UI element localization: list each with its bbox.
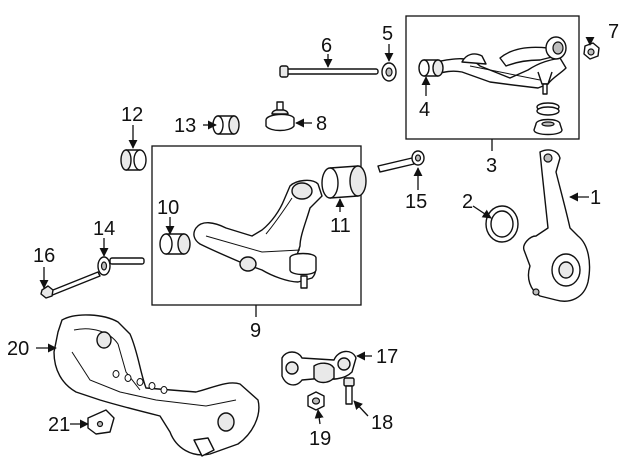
callout-20: 20 <box>7 338 29 360</box>
crossmember-20 <box>53 314 260 457</box>
washer-5 <box>381 62 397 82</box>
callout-2: 2 <box>462 191 473 213</box>
callout-1: 1 <box>590 187 601 209</box>
callout-14: 14 <box>93 218 115 240</box>
nut-19 <box>307 391 325 411</box>
seal-2 <box>485 205 519 243</box>
callout-4: 4 <box>419 99 430 121</box>
callout-15: 15 <box>405 191 427 213</box>
nut-7 <box>583 42 600 60</box>
callout-7: 7 <box>608 21 619 43</box>
upper-control-arm <box>435 36 567 95</box>
callout-5: 5 <box>382 23 393 45</box>
callout-19: 19 <box>309 428 331 450</box>
callout-11: 11 <box>330 215 351 237</box>
mount-8 <box>265 101 295 132</box>
callout-3: 3 <box>486 155 497 177</box>
bolt-18 <box>343 377 355 405</box>
bushing-13 <box>212 115 240 135</box>
bushing-11 <box>321 165 367 199</box>
steering-knuckle-1 <box>523 149 591 302</box>
bolt-16 <box>40 271 101 299</box>
bushing-4 <box>418 59 444 77</box>
callout-10: 10 <box>157 197 179 219</box>
callout-13: 13 <box>174 115 196 137</box>
long-bolt-6 <box>279 65 379 78</box>
leader-lines <box>36 36 595 429</box>
bracket-21 <box>87 409 115 435</box>
callout-16: 16 <box>33 245 55 267</box>
bushing-12 <box>120 149 147 171</box>
callout-17: 17 <box>376 346 398 368</box>
callout-6: 6 <box>321 35 332 57</box>
bushing-10 <box>159 233 191 255</box>
upper-ball-joint-boot <box>533 102 563 136</box>
callout-18: 18 <box>371 412 393 434</box>
bracket-17 <box>281 350 357 386</box>
callout-12: 12 <box>121 104 143 126</box>
lower-control-arm <box>193 179 323 289</box>
callout-21: 21 <box>48 414 70 436</box>
bolt-14 <box>97 256 145 276</box>
bolt-15 <box>377 150 425 173</box>
callout-9: 9 <box>250 320 261 342</box>
callout-8: 8 <box>316 113 327 135</box>
